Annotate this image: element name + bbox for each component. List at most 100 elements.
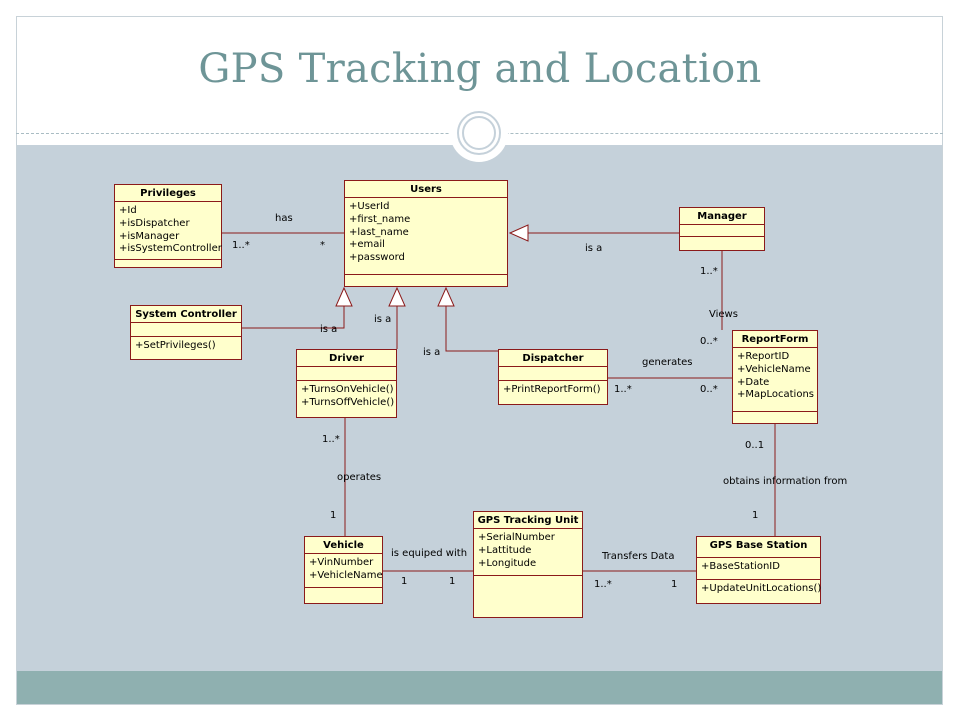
operates-label: operates [337, 472, 382, 483]
class-report-form[interactable]: ReportForm +ReportID +VehicleName +Date … [732, 330, 818, 424]
op-printreportform: +PrintReportForm() [503, 384, 601, 395]
attr-userid: +UserId [349, 201, 390, 212]
has-mult-users: * [320, 240, 325, 251]
manager-isa-label: is a [585, 243, 603, 254]
attr-reportid: +ReportID [737, 351, 790, 362]
driver-isa-label: is a [374, 314, 392, 325]
class-gps-base-station-operations: +UpdateUnitLocations() [697, 580, 822, 598]
gen-dispatcher-line [445, 306, 498, 352]
class-privileges[interactable]: Privileges +Id +isDispatcher +isManager … [114, 184, 222, 268]
class-gps-tracking-unit-operations [474, 576, 582, 581]
class-dispatcher-name: Dispatcher [499, 350, 607, 367]
attr-id: +Id [119, 205, 137, 216]
class-report-form-name: ReportForm [733, 331, 817, 348]
operates-mult-vehicle: 1 [330, 510, 337, 521]
obtains-mult-report: 0..1 [745, 440, 765, 451]
class-manager-name: Manager [680, 208, 764, 225]
class-report-form-operations [733, 412, 817, 417]
class-system-controller-attributes [131, 323, 241, 337]
has-mult-privileges: 1..* [232, 240, 250, 251]
class-manager-operations [680, 237, 764, 242]
class-manager-attributes [680, 225, 764, 237]
sysctrl-isa-label: is a [320, 324, 338, 335]
views-mult-manager: 1..* [700, 266, 718, 277]
op-setprivileges: +SetPrivileges() [135, 340, 216, 351]
operates-mult-driver: 1..* [322, 434, 340, 445]
op-turnsoffvehicle: +TurnsOffVehicle() [301, 396, 395, 408]
transfers-label: Transfers Data [602, 551, 675, 562]
attr-last-name: +last_name [349, 226, 409, 238]
slide-title: GPS Tracking and Location [198, 46, 762, 92]
class-system-controller-operations: +SetPrivileges() [131, 337, 241, 355]
class-vehicle-operations [305, 588, 382, 593]
ornament-ring [457, 111, 501, 155]
attr-maplocations: +MapLocations [737, 389, 814, 401]
generates-mult-report: 0..* [700, 384, 718, 395]
generates-mult-dispatcher: 1..* [614, 384, 632, 395]
attr-issystemcontroller: +isSystemController [119, 243, 222, 255]
class-dispatcher-operations: +PrintReportForm() [499, 381, 607, 399]
dispatcher-isa-label: is a [423, 347, 441, 358]
class-report-form-attributes: +ReportID +VehicleName +Date +MapLocatio… [733, 348, 817, 412]
equipped-label: is equiped with [391, 548, 468, 559]
obtains-mult-station: 1 [752, 510, 759, 521]
views-label: Views [709, 309, 738, 320]
class-driver-name: Driver [297, 350, 396, 367]
op-turnsonvehicle: +TurnsOnVehicle() [301, 384, 394, 395]
attr-longitude: +Longitude [478, 557, 537, 569]
class-gps-base-station-name: GPS Base Station [697, 537, 820, 558]
class-users[interactable]: Users +UserId +first_name +last_name +em… [344, 180, 508, 287]
class-driver-attributes [297, 367, 396, 381]
class-vehicle[interactable]: Vehicle +VinNumber +VehicleName [304, 536, 383, 604]
equipped-mult-unit: 1 [449, 576, 456, 587]
attr-vinnumber: +VinNumber [309, 557, 374, 568]
class-system-controller-name: System Controller [131, 306, 241, 323]
attr-password: +password [349, 252, 405, 264]
transfers-mult-unit: 1..* [594, 579, 612, 590]
class-gps-tracking-unit[interactable]: GPS Tracking Unit +SerialNumber +Lattitu… [473, 511, 583, 618]
circle-ornament-icon [450, 104, 508, 162]
class-vehicle-name: Vehicle [305, 537, 382, 554]
class-dispatcher[interactable]: Dispatcher +PrintReportForm() [498, 349, 608, 405]
attr-ismanager: +isManager [119, 230, 180, 242]
class-users-name: Users [345, 181, 507, 198]
attr-email: +email [349, 239, 385, 251]
views-mult-report: 0..* [700, 336, 718, 347]
class-gps-tracking-unit-attributes: +SerialNumber +Lattitude +Longitude [474, 529, 582, 576]
class-users-attributes: +UserId +first_name +last_name +email +p… [345, 198, 507, 275]
gen-arrowhead-dispatcher [437, 286, 455, 307]
slide-frame [16, 16, 943, 705]
attr-first-name: +first_name [349, 213, 411, 225]
has-label: has [275, 213, 293, 224]
gen-arrowhead-sysctrl [335, 286, 353, 307]
attr-date: +Date [737, 376, 770, 388]
attr-lattitude: +Lattitude [478, 544, 532, 556]
class-manager[interactable]: Manager [679, 207, 765, 251]
generates-label: generates [642, 357, 693, 368]
attr-serialnumber: +SerialNumber [478, 532, 555, 543]
class-gps-base-station[interactable]: GPS Base Station +BaseStationID +UpdateU… [696, 536, 821, 604]
attr-isdispatcher: +isDispatcher [119, 217, 190, 229]
class-vehicle-attributes: +VinNumber +VehicleName [305, 554, 383, 588]
class-dispatcher-attributes [499, 367, 607, 381]
equipped-mult-vehicle: 1 [401, 576, 408, 587]
op-updateunitlocations: +UpdateUnitLocations() [701, 583, 822, 594]
class-privileges-operations [115, 260, 221, 265]
class-gps-base-station-attributes: +BaseStationID [697, 558, 820, 580]
class-driver-operations: +TurnsOnVehicle() +TurnsOffVehicle() [297, 381, 396, 412]
class-privileges-attributes: +Id +isDispatcher +isManager +isSystemCo… [115, 202, 222, 260]
gen-arrowhead-driver [388, 286, 406, 307]
class-privileges-name: Privileges [115, 185, 221, 202]
attr-basestationid: +BaseStationID [701, 561, 780, 572]
class-system-controller[interactable]: System Controller +SetPrivileges() [130, 305, 242, 360]
slide-footer-band [17, 671, 942, 704]
class-users-operations [345, 275, 507, 280]
attr-vehiclename: +VehicleName [309, 569, 383, 581]
transfers-mult-station: 1 [671, 579, 678, 590]
gen-arrowhead-manager [508, 224, 529, 242]
attr-vehiclename: +VehicleName [737, 363, 811, 375]
ornament-inner-ring [462, 116, 496, 150]
class-driver[interactable]: Driver +TurnsOnVehicle() +TurnsOffVehicl… [296, 349, 397, 418]
obtains-label: obtains information from [723, 476, 848, 487]
